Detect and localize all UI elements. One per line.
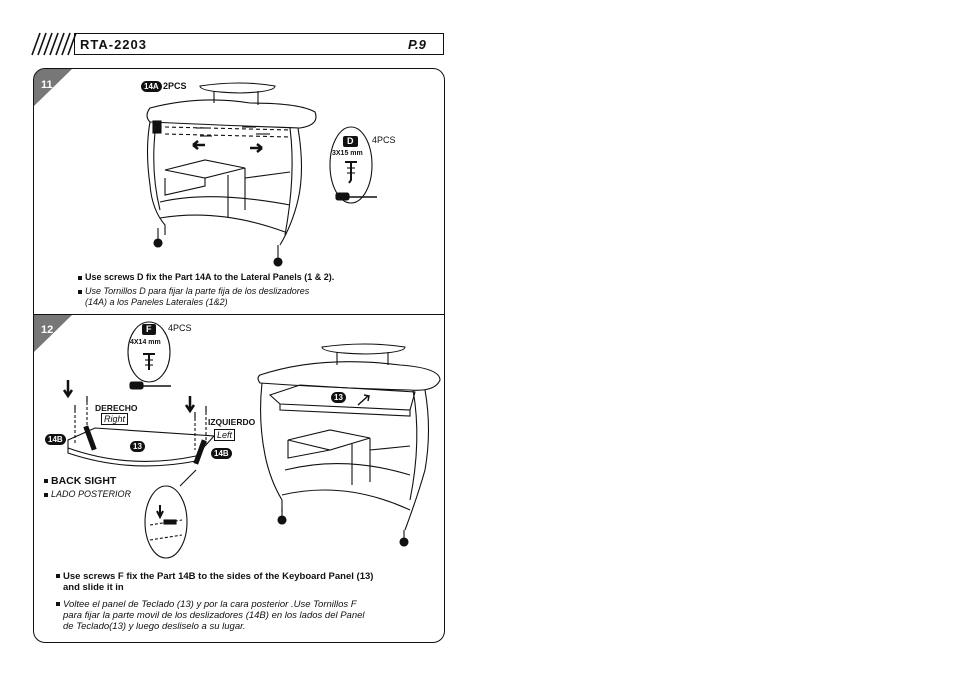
label-derecho: DERECHO xyxy=(95,403,138,413)
bullet-icon xyxy=(44,492,48,497)
lado-posterior-label: LADO POSTERIOR xyxy=(44,489,131,499)
step12-instruction-en-2: and slide it in xyxy=(63,582,124,593)
part-14a-tag: 14A xyxy=(141,81,162,92)
screw-f-tag: F xyxy=(142,324,156,335)
step11-instruction-es-1: Use Tornillos D para fijar la parte fija… xyxy=(78,286,309,296)
bullet-icon xyxy=(78,289,82,294)
header-box xyxy=(74,33,444,55)
step12-instruction-es-2: para fijar la parte movil de los desliza… xyxy=(63,610,365,621)
step11-number: 11 xyxy=(41,79,53,91)
part-14b-tag-right: 14B xyxy=(211,448,232,459)
step11-screwdriver xyxy=(335,192,377,201)
part-14b-tag-left: 14B xyxy=(45,434,66,445)
label-right: Right xyxy=(101,413,129,425)
screw-f-qty: 4PCS xyxy=(168,323,192,333)
label-left: Left xyxy=(214,429,236,441)
step11-instruction-es-2: (14A) a los Paneles Laterales (1&2) xyxy=(85,297,228,307)
label-izquierdo: IZQUIERDO xyxy=(208,417,256,427)
keyboard-panel-drawing xyxy=(62,380,216,559)
back-sight-label: BACK SIGHT xyxy=(44,475,116,487)
bullet-icon xyxy=(56,574,60,579)
part-13-tag-desk: 13 xyxy=(331,392,346,403)
step12-number: 12 xyxy=(41,324,54,336)
step12-screw-bubble xyxy=(127,321,171,383)
page-number: P.9 xyxy=(408,37,426,52)
step-divider xyxy=(33,314,445,315)
bullet-icon xyxy=(78,275,82,280)
step11-desk-drawing xyxy=(146,82,317,267)
steps-panel xyxy=(33,68,445,643)
screw-d-tag: D xyxy=(343,136,358,147)
bullet-icon xyxy=(56,602,60,607)
step12-instruction-en-1: Use screws F fix the Part 14B to the sid… xyxy=(56,571,373,582)
screw-f-size: 4X14 mm xyxy=(130,339,161,346)
part-14a-qty: 2PCS xyxy=(163,81,187,91)
step12-corner xyxy=(34,315,72,352)
step11-screw-bubble xyxy=(329,126,373,204)
model-number: RTA-2203 xyxy=(80,37,148,52)
screw-d-qty: 4PCS xyxy=(372,135,396,145)
screw-d-size: 3X15 mm xyxy=(332,150,363,157)
bullet-icon xyxy=(44,479,48,484)
bottom-screws xyxy=(74,396,207,418)
header-slash-logo xyxy=(31,32,77,56)
step12-instruction-es-1: Voltee el panel de Teclado (13) y por la… xyxy=(56,599,357,610)
step12-screwdriver xyxy=(129,381,171,390)
step12-desk-drawing xyxy=(257,343,441,547)
step12-instruction-es-3: de Teclado(13) y luego desliselo a su lu… xyxy=(63,621,246,632)
step11-instruction-en: Use screws D fix the Part 14A to the Lat… xyxy=(78,272,334,282)
part-13-tag: 13 xyxy=(130,441,145,452)
